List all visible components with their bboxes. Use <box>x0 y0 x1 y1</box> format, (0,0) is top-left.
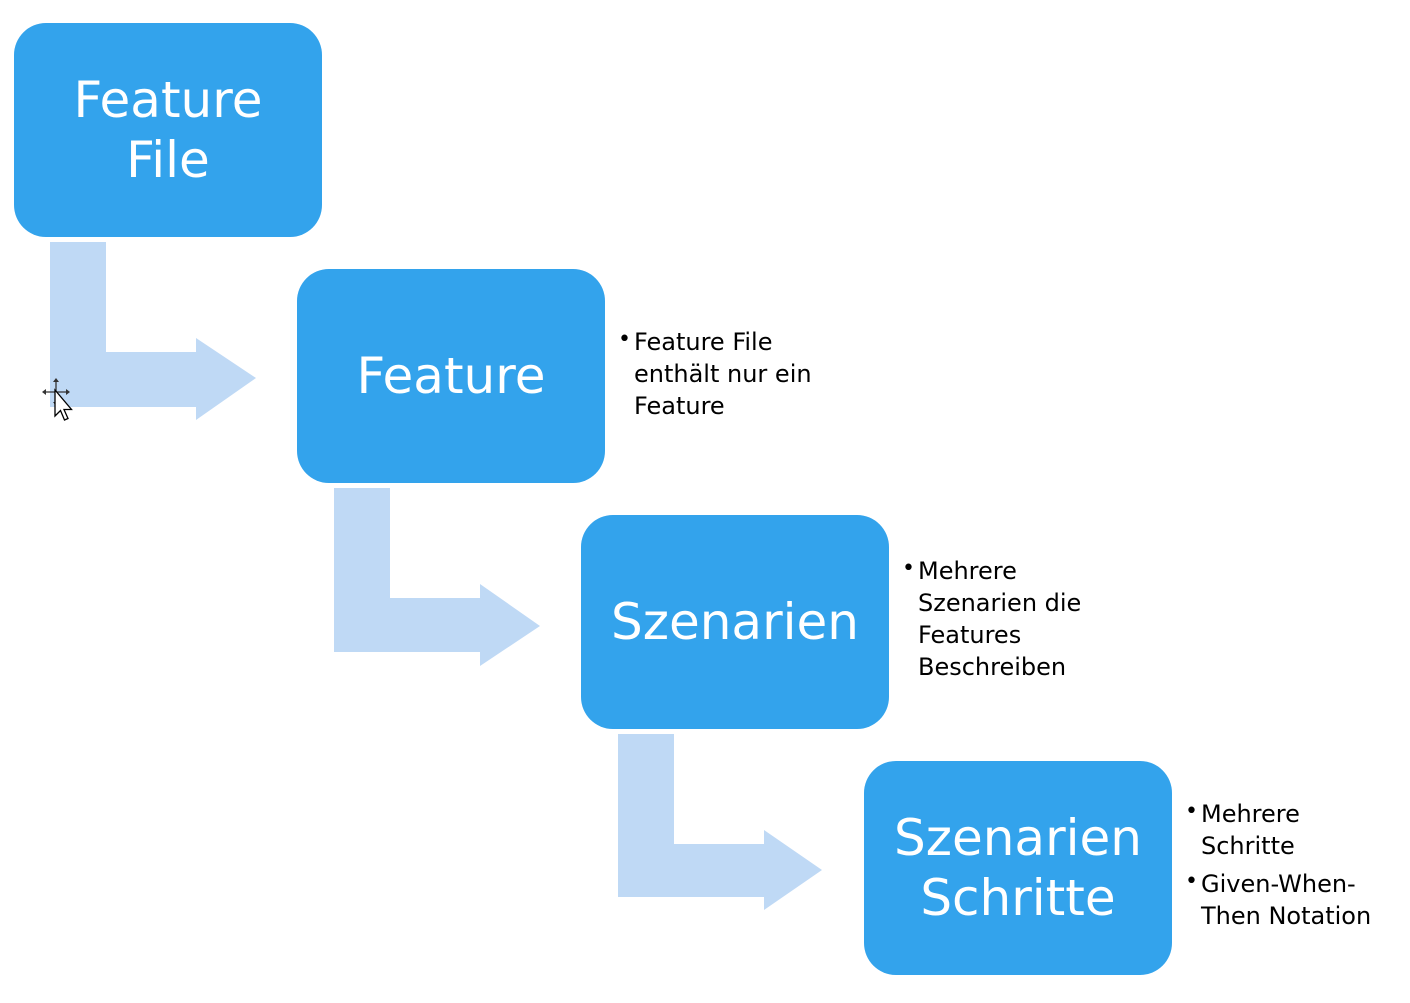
feature-notes: Feature File enthält nur ein Feature <box>618 324 843 428</box>
step-label: Feature File <box>73 71 263 189</box>
step-box-feature-file[interactable]: Feature File <box>14 23 322 237</box>
step-label: Szenarien <box>611 593 859 651</box>
bent-arrow-2 <box>334 488 540 666</box>
step-label: Szenarien Schritte <box>894 809 1142 927</box>
bent-arrow-3 <box>618 734 822 910</box>
szenarien-notes: Mehrere Szenarien die Features Beschreib… <box>902 553 1117 689</box>
move-cursor-icon <box>42 378 73 421</box>
list-item: Given-When-Then Notation <box>1185 866 1395 932</box>
bent-arrow-1 <box>50 242 256 420</box>
list-item: Feature File enthält nur ein Feature <box>618 324 843 422</box>
step-label: Feature <box>356 347 546 405</box>
schritte-notes: Mehrere Schritte Given-When-Then Notatio… <box>1185 796 1395 938</box>
list-item: Mehrere Szenarien die Features Beschreib… <box>902 553 1117 683</box>
list-item: Mehrere Schritte <box>1185 796 1395 862</box>
step-box-feature[interactable]: Feature <box>297 269 605 483</box>
step-box-szenarien[interactable]: Szenarien <box>581 515 889 729</box>
step-box-szenarien-schritte[interactable]: Szenarien Schritte <box>864 761 1172 975</box>
